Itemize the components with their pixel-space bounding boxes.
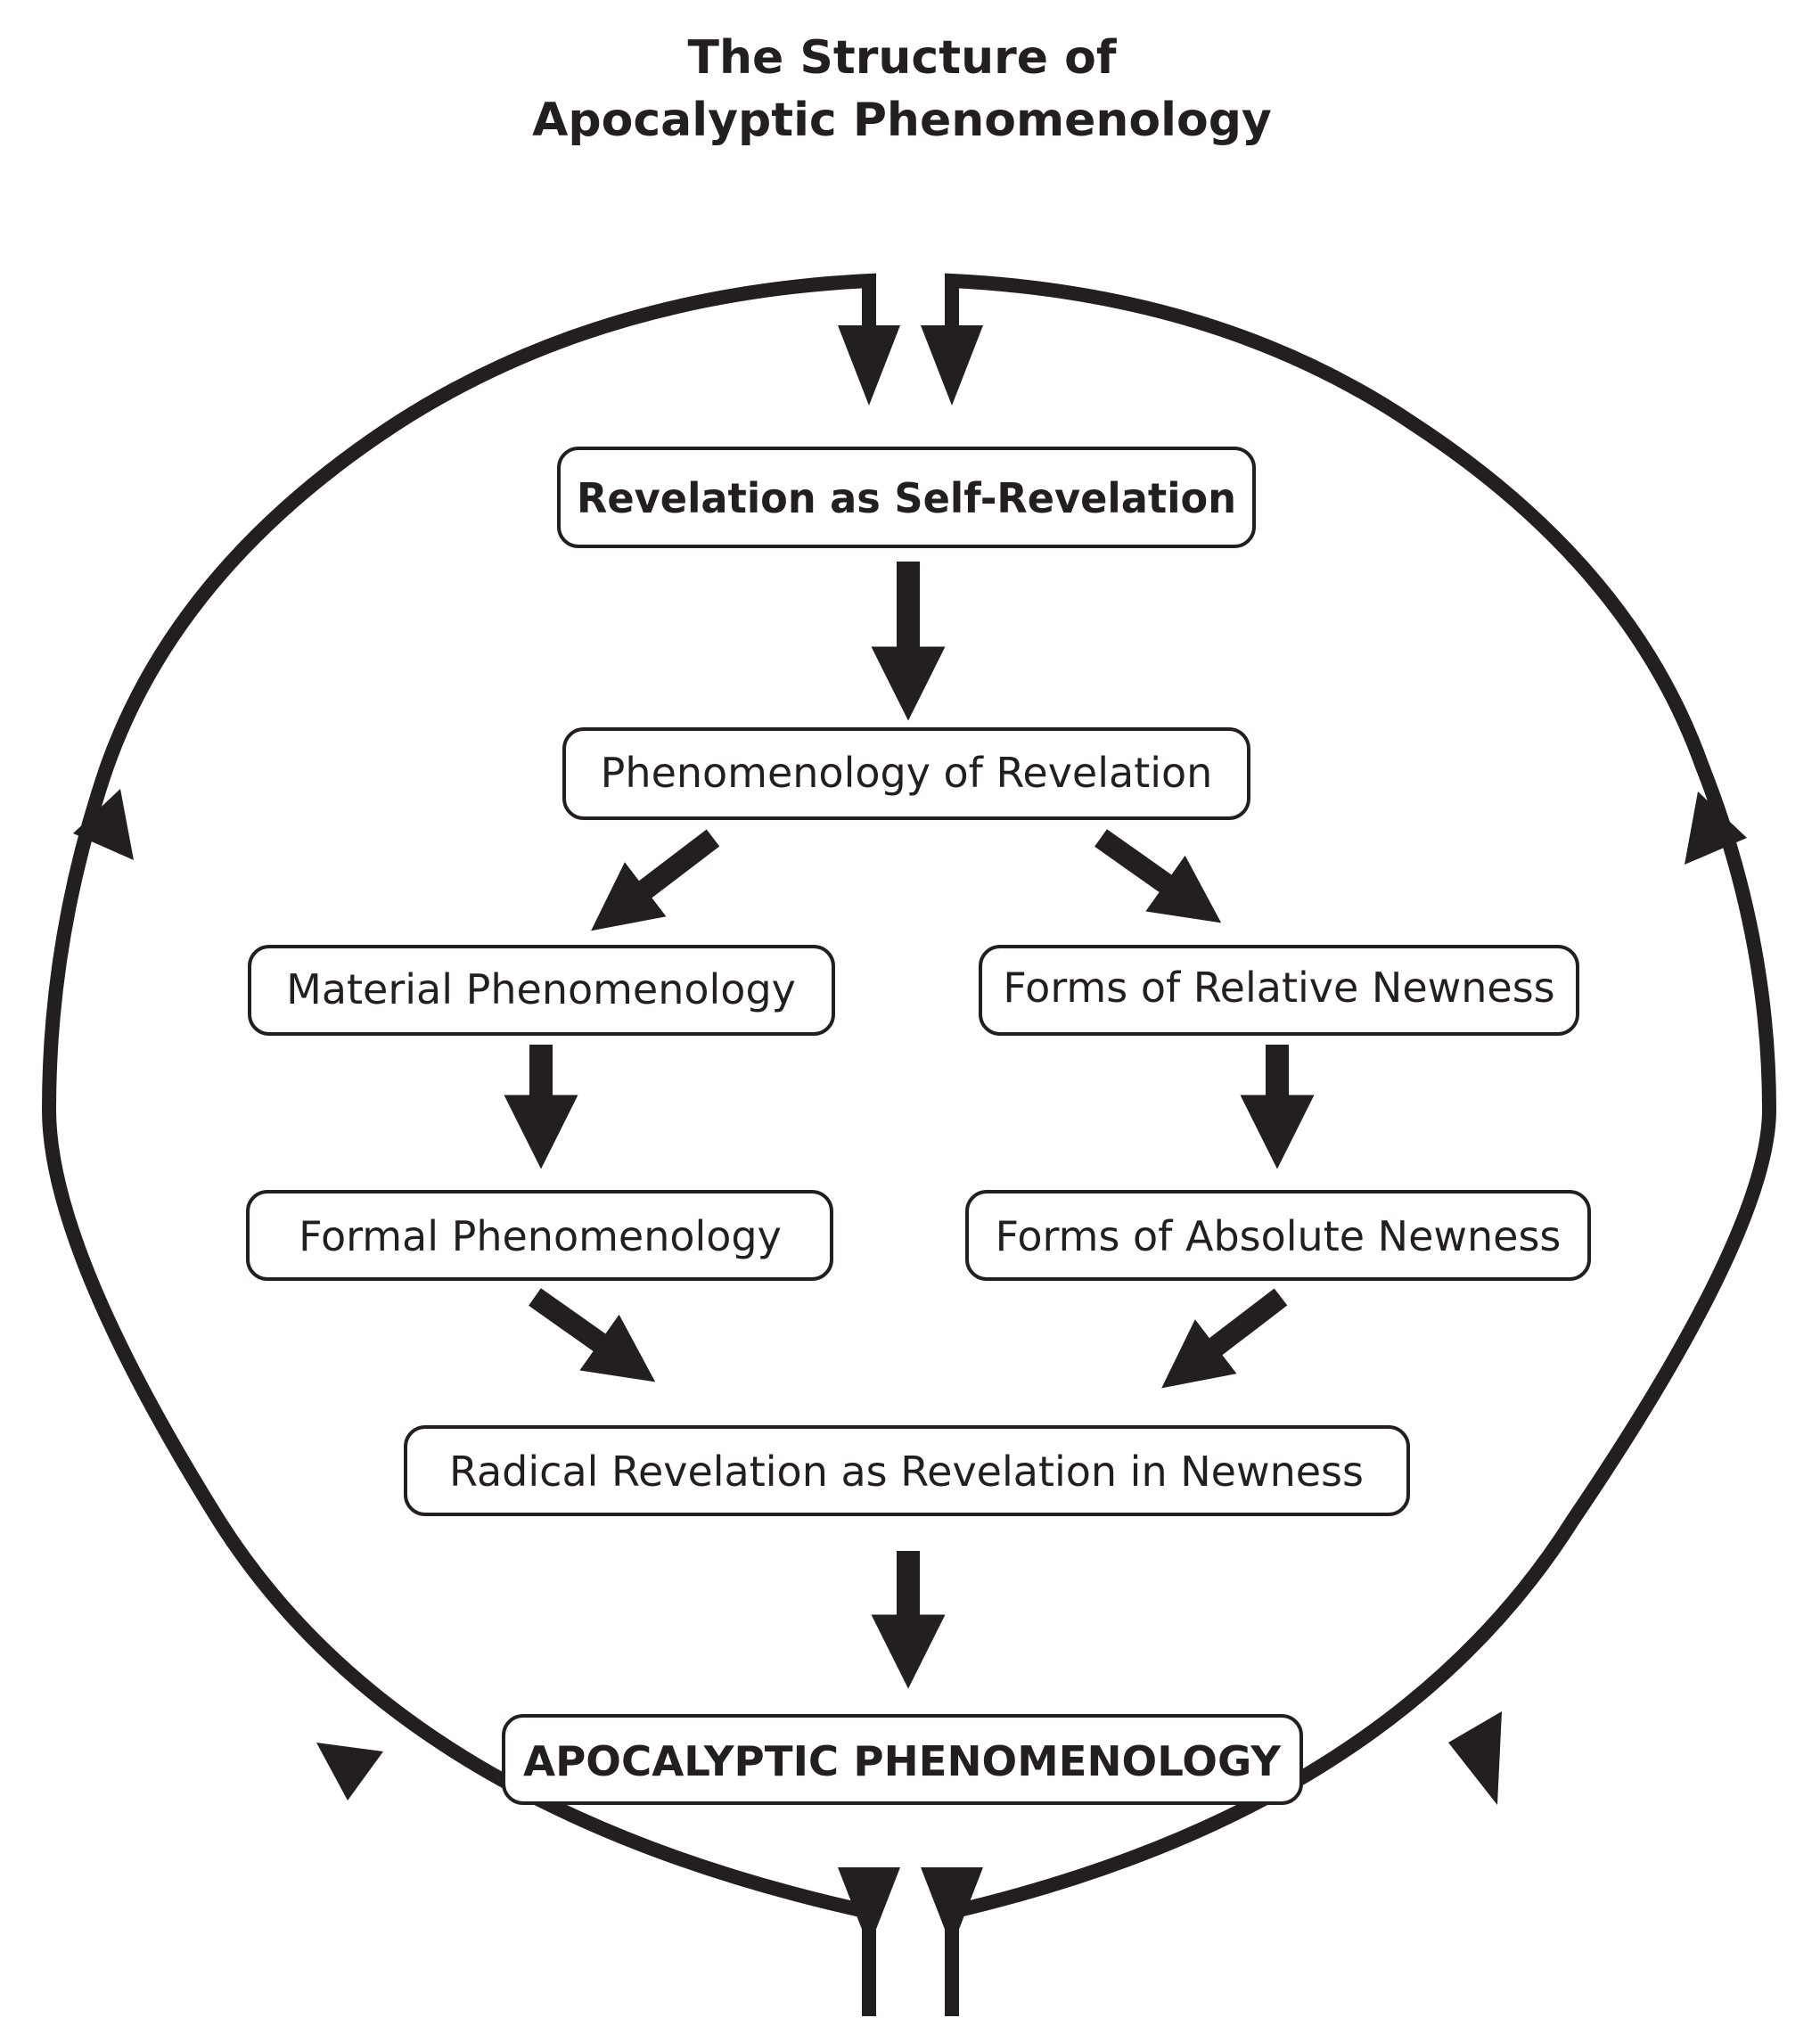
cycle-left-lower-arrowhead [316,1743,383,1800]
cycle-right-upper-arrowhead [1685,792,1747,865]
node-relative-newness-label: Forms of Relative Newness [1003,964,1554,1012]
arrow-phenomenology-to-material [591,829,720,931]
node-apocalyptic-phenomenology: APOCALYPTIC PHENOMENOLOGY [502,1714,1303,1805]
node-relative-newness: Forms of Relative Newness [979,945,1579,1036]
cycle-left-arc [41,273,876,2016]
node-self-revelation-label: Revelation as Self-Revelation [577,474,1236,522]
arrow-phenomenology-to-relative [1094,829,1222,923]
node-absolute-newness: Forms of Absolute Newness [965,1190,1591,1281]
node-formal-phenomenology-label: Formal Phenomenology [299,1212,782,1260]
cycle-top-right-arrowhead [921,325,983,406]
node-phenomenology-of-revelation: Phenomenology of Revelation [562,727,1250,820]
node-absolute-newness-label: Forms of Absolute Newness [996,1212,1562,1260]
diagram-title-line-1: The Structure of [688,31,1118,85]
node-radical-revelation-label: Radical Revelation as Revelation in Newn… [449,1448,1364,1496]
cycle-right-lower-arrowhead [1448,1711,1502,1805]
cycle-right-arc [945,273,1777,2016]
cycle-top-left-arrowhead [838,325,900,406]
arrow-formal-to-radical [529,1288,656,1382]
cycle-left-upper-arrowhead [73,789,134,860]
arrow-absolute-to-radical [1161,1288,1288,1389]
node-radical-revelation: Radical Revelation as Revelation in Newn… [404,1425,1410,1516]
node-material-phenomenology: Material Phenomenology [248,945,835,1036]
node-material-phenomenology-label: Material Phenomenology [286,965,796,1013]
node-phenomenology-of-revelation-label: Phenomenology of Revelation [601,749,1213,797]
cycle-bottom-right-arrowhead [921,1867,983,1948]
node-apocalyptic-phenomenology-label: APOCALYPTIC PHENOMENOLOGY [523,1737,1282,1785]
node-formal-phenomenology: Formal Phenomenology [246,1190,833,1281]
diagram-title-line-2: Apocalyptic Phenomenology [532,94,1272,147]
cycle-bottom-left-arrowhead [838,1867,900,1948]
node-self-revelation: Revelation as Self-Revelation [557,447,1256,548]
